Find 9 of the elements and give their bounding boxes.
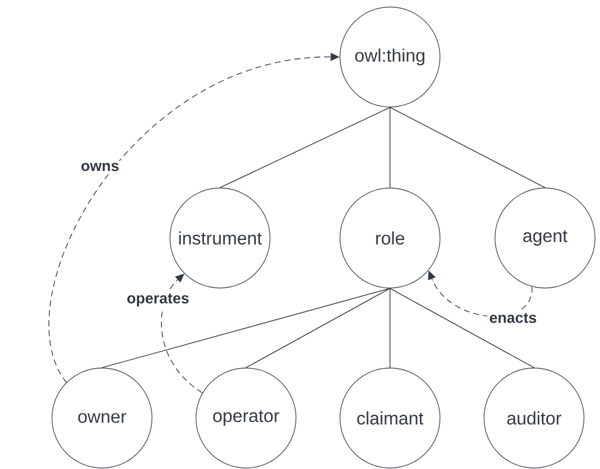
edge-label: operates: [124, 292, 192, 308]
edge-label: owns: [78, 160, 122, 174]
connector-line: [390, 288, 534, 368]
edge-label: enacts: [487, 311, 539, 325]
connector-line: [102, 288, 390, 368]
connector-line: [246, 288, 390, 368]
connector-line: [220, 106, 390, 188]
connector-line: [390, 106, 546, 188]
dashed-arrow: [161, 274, 203, 394]
